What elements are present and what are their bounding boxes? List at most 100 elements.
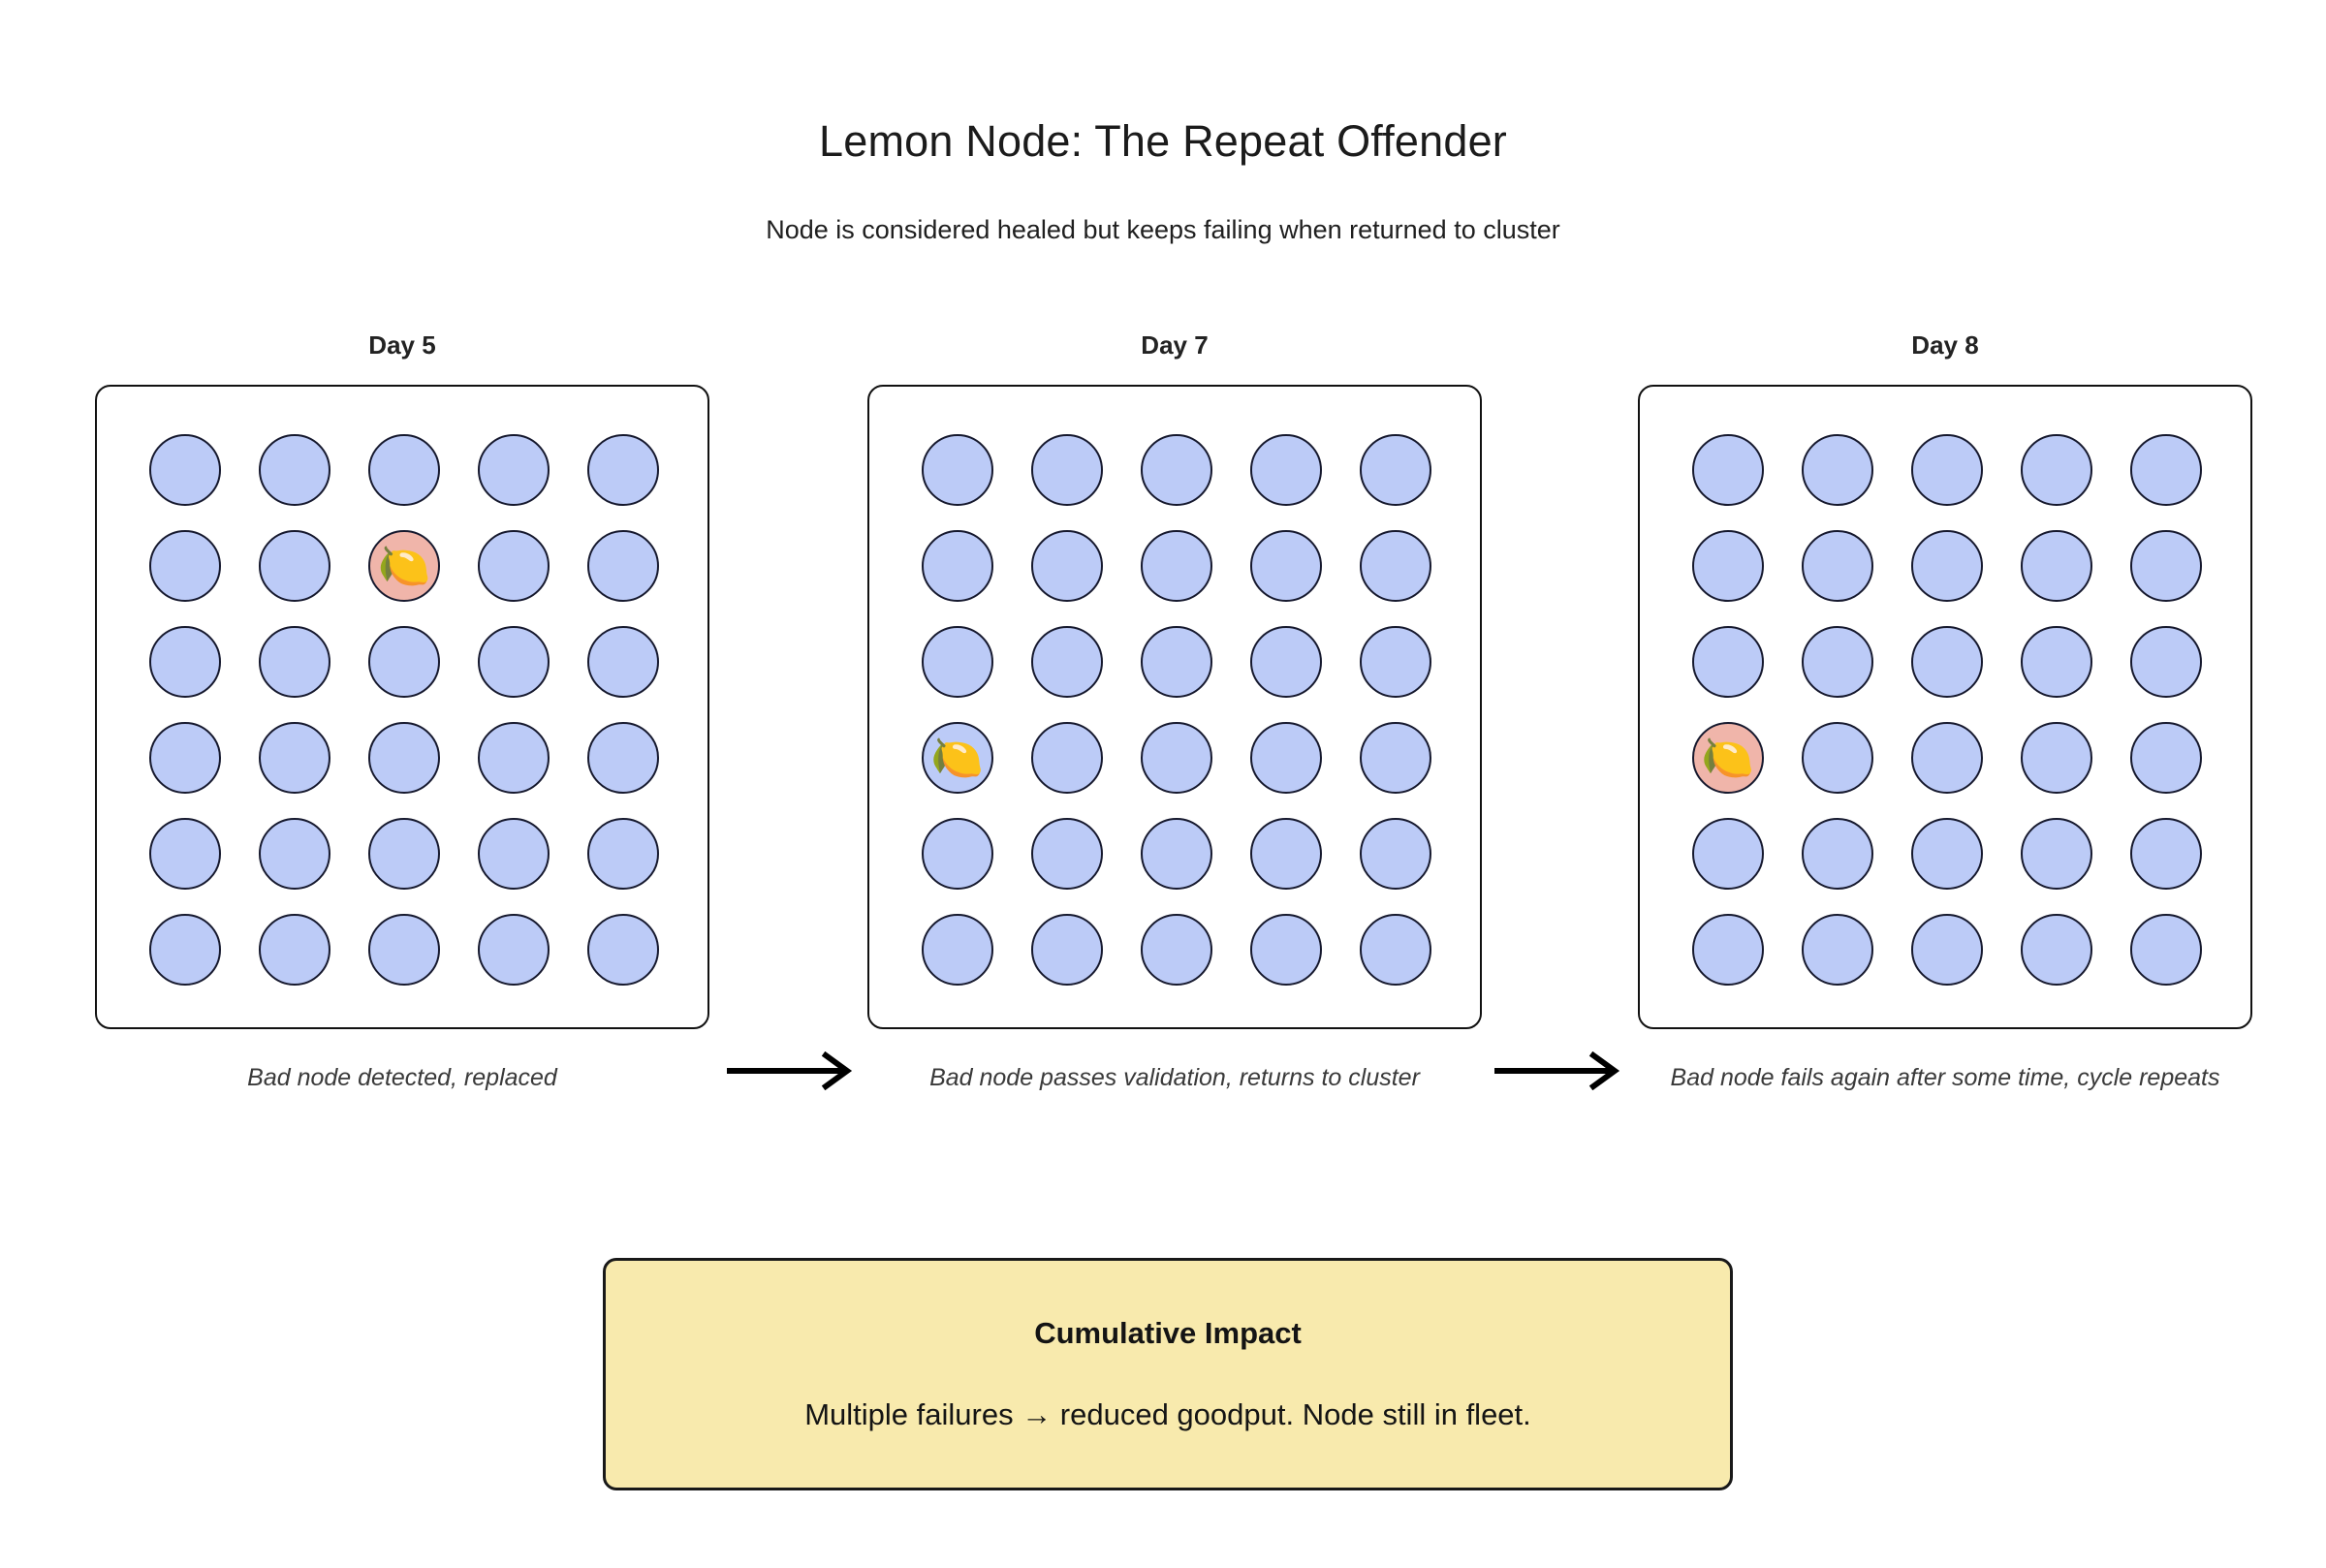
cluster-node[interactable]: [1691, 433, 1764, 506]
cluster-node[interactable]: [2130, 625, 2203, 698]
cluster-node[interactable]: [1691, 913, 1764, 986]
cluster-node[interactable]: [2130, 913, 2203, 986]
cluster-node[interactable]: [1030, 625, 1103, 698]
cluster-node[interactable]: [1140, 721, 1212, 794]
cluster-node[interactable]: [587, 913, 660, 986]
cluster-node[interactable]: [1801, 913, 1873, 986]
cluster-node[interactable]: [1801, 817, 1873, 890]
cluster-node[interactable]: [587, 433, 660, 506]
cluster-node[interactable]: [367, 625, 440, 698]
cluster-node[interactable]: [587, 721, 660, 794]
cluster-node[interactable]: [1360, 433, 1432, 506]
cluster-node[interactable]: [1360, 625, 1432, 698]
lemon-node-failed[interactable]: 🍋: [367, 529, 440, 602]
cluster-node[interactable]: [478, 817, 550, 890]
cluster-node[interactable]: [478, 529, 550, 602]
cluster-node[interactable]: [1360, 721, 1432, 794]
cluster-node[interactable]: [1910, 817, 1983, 890]
cluster-node[interactable]: [1801, 721, 1873, 794]
cluster-node[interactable]: [921, 913, 993, 986]
cluster-node[interactable]: [2130, 433, 2203, 506]
cluster-node[interactable]: [1250, 625, 1323, 698]
cluster-node[interactable]: [1140, 433, 1212, 506]
cluster-node[interactable]: [587, 817, 660, 890]
cluster-node[interactable]: [1910, 625, 1983, 698]
cluster-node[interactable]: [1801, 625, 1873, 698]
cluster-node[interactable]: [148, 433, 221, 506]
cluster-node[interactable]: [1140, 913, 1212, 986]
cluster-node[interactable]: [148, 817, 221, 890]
cluster-node[interactable]: [258, 817, 330, 890]
cluster-node[interactable]: [1360, 817, 1432, 890]
cluster-node[interactable]: [2130, 529, 2203, 602]
cluster-node[interactable]: [1030, 721, 1103, 794]
cluster-node[interactable]: [1250, 433, 1323, 506]
cumulative-impact-title: Cumulative Impact: [1034, 1316, 1302, 1350]
cluster-node[interactable]: [587, 625, 660, 698]
cluster-node[interactable]: [258, 433, 330, 506]
cluster-node[interactable]: [1250, 721, 1323, 794]
cluster-node[interactable]: [1030, 529, 1103, 602]
cluster-node[interactable]: [921, 625, 993, 698]
cluster-node[interactable]: [1030, 913, 1103, 986]
cluster-node[interactable]: [1910, 529, 1983, 602]
cluster-node[interactable]: [258, 625, 330, 698]
cluster-node[interactable]: [1030, 817, 1103, 890]
cluster-node[interactable]: [2021, 625, 2093, 698]
stage-day-5: Day 5 🍋 Bad node detected, replaced: [95, 329, 709, 1095]
cluster-node[interactable]: [1910, 913, 1983, 986]
cluster-node[interactable]: [1140, 529, 1212, 602]
stage-day-7: Day 7 🍋 Bad node passes validation, retu…: [867, 329, 1482, 1095]
cluster-node[interactable]: [1030, 433, 1103, 506]
cluster-node[interactable]: [921, 817, 993, 890]
cluster-node[interactable]: [1691, 817, 1764, 890]
cluster-node[interactable]: [148, 529, 221, 602]
cluster-node[interactable]: [367, 433, 440, 506]
cluster-node[interactable]: [367, 913, 440, 986]
cluster-node[interactable]: [1360, 529, 1432, 602]
stage-label-day-7: Day 7: [1141, 330, 1209, 360]
cluster-node[interactable]: [478, 433, 550, 506]
cluster-node[interactable]: [1250, 913, 1323, 986]
cluster-node[interactable]: [478, 913, 550, 986]
cluster-node[interactable]: [258, 913, 330, 986]
cluster-node[interactable]: [2021, 817, 2093, 890]
cluster-node[interactable]: [148, 625, 221, 698]
cluster-node[interactable]: [1910, 433, 1983, 506]
cluster-node[interactable]: [2021, 913, 2093, 986]
cluster-node[interactable]: [921, 529, 993, 602]
cluster-node[interactable]: [1691, 529, 1764, 602]
stage-caption-day-8: Bad node fails again after some time, cy…: [1670, 1064, 2220, 1091]
cluster-node[interactable]: [148, 913, 221, 986]
arrow-day5-to-day7-icon: [725, 1051, 861, 1091]
cluster-node[interactable]: [1801, 529, 1873, 602]
cluster-node[interactable]: [2021, 721, 2093, 794]
cluster-node[interactable]: [2021, 529, 2093, 602]
cluster-node[interactable]: [1250, 529, 1323, 602]
lemon-icon: 🍋: [377, 542, 431, 590]
cluster-node[interactable]: [1360, 913, 1432, 986]
cluster-node[interactable]: [2130, 817, 2203, 890]
cluster-node[interactable]: [1910, 721, 1983, 794]
cluster-node[interactable]: [1140, 817, 1212, 890]
cluster-node[interactable]: [587, 529, 660, 602]
cluster-node[interactable]: [148, 721, 221, 794]
cluster-node[interactable]: [2021, 433, 2093, 506]
cluster-node[interactable]: [1691, 625, 1764, 698]
cluster-panel-day-7: 🍋: [867, 385, 1482, 1029]
cumulative-impact-callout: Cumulative Impact Multiple failures → re…: [603, 1258, 1733, 1490]
cluster-node[interactable]: [367, 721, 440, 794]
cluster-node[interactable]: [367, 817, 440, 890]
cluster-node[interactable]: [478, 625, 550, 698]
node-grid-day-5: 🍋: [130, 422, 678, 997]
cluster-node[interactable]: [1801, 433, 1873, 506]
cluster-node[interactable]: [1140, 625, 1212, 698]
lemon-node-failed[interactable]: 🍋: [1691, 721, 1764, 794]
cluster-node[interactable]: [921, 433, 993, 506]
lemon-node-healthy[interactable]: 🍋: [921, 721, 993, 794]
cluster-node[interactable]: [1250, 817, 1323, 890]
cluster-node[interactable]: [258, 529, 330, 602]
cluster-node[interactable]: [258, 721, 330, 794]
cluster-node[interactable]: [2130, 721, 2203, 794]
cluster-node[interactable]: [478, 721, 550, 794]
